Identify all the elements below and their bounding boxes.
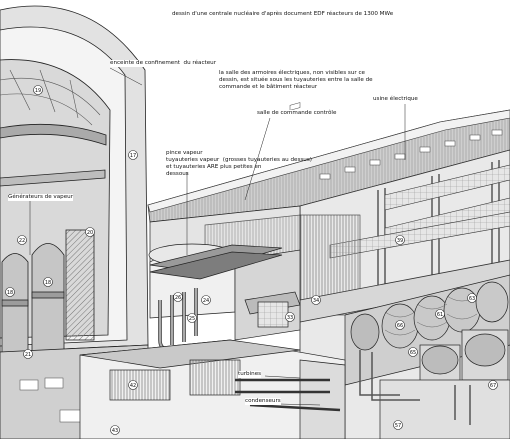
annex-building (148, 205, 301, 352)
svg-text:26: 26 (175, 295, 181, 301)
label-condensers: condenseurs (245, 398, 281, 405)
svg-text:19: 19 (35, 88, 41, 94)
lower-buildings (79, 339, 346, 439)
callout-39: 39 (395, 235, 405, 245)
svg-text:67: 67 (490, 383, 496, 389)
label-turbines: turbines (238, 371, 262, 378)
label-electrical-room: la salle des armoires électriques, non v… (219, 70, 373, 90)
svg-text:18: 18 (45, 280, 51, 286)
callout-57: 57 (393, 420, 403, 430)
svg-text:66: 66 (397, 323, 403, 329)
callout-markers: 19 17 20 22 18 18 21 26 25 24 33 34 39 6… (5, 85, 498, 435)
label-control-room: salle de commande contrôle (257, 110, 337, 117)
svg-text:34: 34 (313, 298, 319, 304)
caption: dessin d'une centrale nucléaire d'après … (172, 11, 394, 17)
svg-text:20: 20 (87, 230, 93, 236)
svg-text:61: 61 (437, 312, 443, 318)
svg-text:25: 25 (189, 316, 195, 322)
label-steam-generators: Générateurs de vapeur (8, 194, 74, 201)
callout-65: 65 (408, 347, 418, 357)
callout-66: 66 (395, 320, 405, 330)
callout-33: 33 (285, 312, 295, 322)
callout-25: 25 (187, 313, 197, 323)
callout-19: 19 (33, 85, 43, 95)
svg-text:18: 18 (7, 290, 13, 296)
callout-22: 22 (17, 235, 27, 245)
callout-20: 20 (85, 227, 95, 237)
svg-text:22: 22 (19, 238, 25, 244)
svg-text:33: 33 (287, 315, 293, 321)
leader-lines (29, 67, 406, 406)
callout-42: 42 (128, 380, 138, 390)
callout-21: 21 (23, 349, 33, 359)
callout-26: 26 (173, 292, 183, 302)
svg-text:39: 39 (397, 238, 403, 244)
svg-text:43: 43 (112, 428, 118, 434)
callout-63: 63 (467, 293, 477, 303)
callout-61: 61 (435, 309, 445, 319)
callout-34: 34 (311, 295, 321, 305)
svg-text:65: 65 (410, 350, 416, 356)
svg-text:21: 21 (25, 352, 31, 358)
callout-24: 24 (201, 295, 211, 305)
callout-67: 67 (488, 380, 498, 390)
steam-generators (1, 229, 95, 381)
svg-text:63: 63 (469, 296, 475, 302)
label-steam-clamp: pince vapeur tuyauteries vapeur (grosses… (166, 150, 312, 177)
turbine-set (344, 274, 510, 439)
svg-text:24: 24 (203, 298, 209, 304)
svg-text:17: 17 (130, 153, 136, 159)
callout-18-b: 18 (43, 277, 53, 287)
label-containment: enceinte de confinement du réacteur (110, 60, 216, 67)
label-electric-plant: usine électrique (373, 96, 418, 102)
callout-18-a: 18 (5, 287, 15, 297)
reactor-containment (0, 5, 149, 439)
callout-43: 43 (110, 425, 120, 435)
svg-text:57: 57 (395, 423, 401, 429)
svg-text:42: 42 (130, 383, 136, 389)
callout-17: 17 (128, 150, 138, 160)
